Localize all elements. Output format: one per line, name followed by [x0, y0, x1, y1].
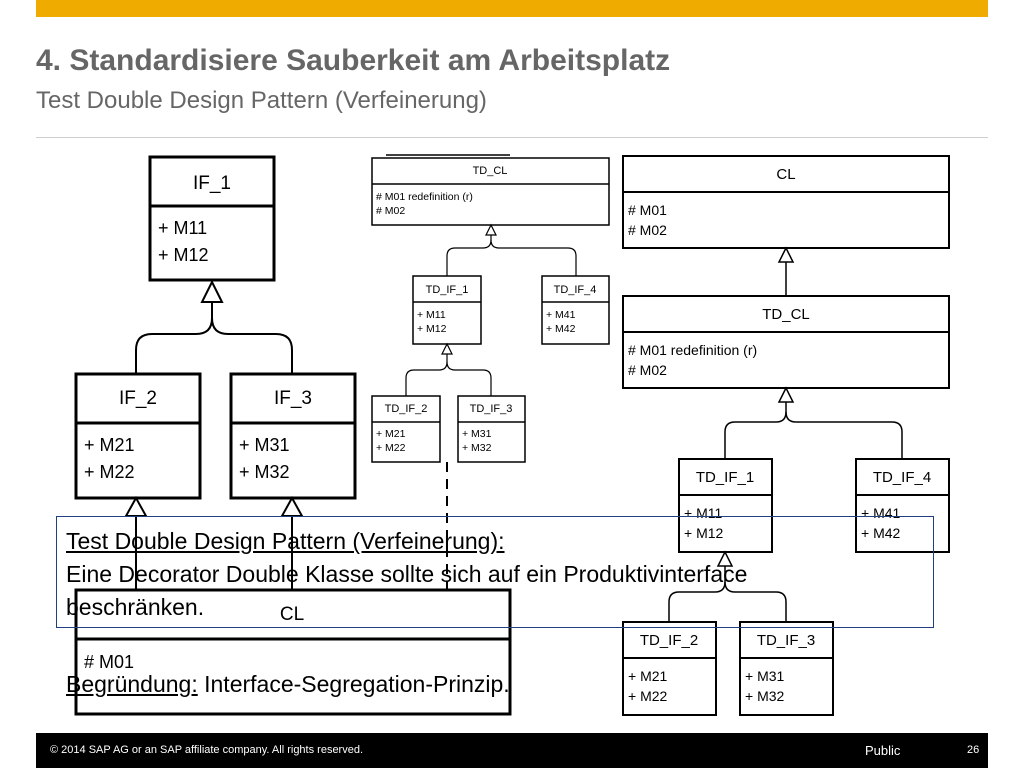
uml-method: + M21 [84, 435, 135, 455]
callout-heading: Test Double Design Pattern (Verfeinerung… [66, 528, 505, 554]
callout-reason: Begründung: Interface-Segregation-Prinzi… [66, 673, 510, 696]
callout-box [56, 516, 934, 628]
uml-method: + M22 [84, 462, 135, 482]
uml-method: + M22 [628, 688, 668, 704]
page-subtitle: Test Double Design Pattern (Verfeinerung… [36, 87, 487, 114]
uml-class-if1 [148, 155, 276, 282]
uml-method: + M22 [376, 442, 406, 454]
uml-name-td-if3-right: TD_IF_3 [757, 632, 815, 649]
inheritance-arrowheads-right [716, 246, 795, 567]
uml-method: + M42 [861, 525, 901, 541]
uml-method: + M32 [462, 442, 492, 454]
reason-label: Begründung: [66, 671, 198, 697]
uml-method: + M11 [684, 505, 722, 521]
uml-class-td-if1-middle [412, 275, 482, 345]
uml-class-td-if4-middle [541, 275, 610, 345]
uml-class-cl-right [622, 155, 950, 249]
uml-method: + M42 [546, 323, 576, 335]
uml-class-td-if2-right [622, 621, 717, 716]
uml-method: + M32 [745, 688, 785, 704]
reason-text: Interface-Segregation-Prinzip. [197, 671, 510, 697]
inheritance-connectors-left [135, 302, 293, 590]
top-accent-bar [36, 0, 988, 17]
uml-method: + M12 [684, 525, 724, 541]
uml-class-td-if1-right [678, 458, 773, 553]
uml-method: # M01 [628, 202, 667, 218]
callout-line-1: Eine Decorator Double Klasse sollte sich… [66, 561, 748, 587]
uml-method: # M01 redefinition (r) [628, 342, 757, 358]
inheritance-connectors-right [668, 262, 903, 622]
page-number: 26 [967, 744, 980, 756]
uml-method: + M41 [546, 309, 576, 321]
footer-bar: © 2014 SAP AG or an SAP affiliate compan… [36, 733, 988, 768]
uml-method: + M12 [158, 245, 209, 265]
callout-line-2: beschränken. [66, 594, 205, 620]
uml-name-cl-left: CL [280, 604, 304, 625]
inheritance-connectors-middle [405, 235, 577, 590]
uml-method: + M21 [376, 428, 406, 440]
uml-method: + M31 [462, 428, 492, 440]
uml-class-cl-left [74, 588, 512, 716]
uml-class-if2 [74, 372, 202, 500]
uml-name-td-if4-right: TD_IF_4 [873, 469, 931, 486]
uml-method: # M02 [376, 205, 405, 217]
uml-method: # M02 [628, 362, 667, 378]
uml-class-td-if3-middle [457, 395, 526, 463]
title-divider [36, 137, 988, 138]
uml-method: + M11 [158, 218, 207, 238]
uml-name-td-cl-middle: TD_CL [473, 165, 508, 177]
uml-method: + M41 [861, 505, 901, 521]
uml-name-if3: IF_3 [274, 388, 312, 409]
uml-method: + M21 [628, 668, 668, 684]
uml-method: + M12 [417, 323, 447, 335]
uml-name-td-if1-middle: TD_IF_1 [426, 284, 469, 296]
classification-label: Public [865, 743, 901, 758]
uml-name-if2: IF_2 [119, 388, 157, 409]
uml-method: # M01 redefinition (r) [376, 191, 473, 203]
uml-class-td-cl-middle [371, 154, 610, 226]
uml-method: + M32 [239, 462, 290, 482]
uml-name-if1: IF_1 [193, 173, 231, 194]
uml-method: + M11 [417, 309, 446, 321]
uml-name-td-if2-right: TD_IF_2 [640, 632, 698, 649]
uml-name-td-if2-middle: TD_IF_2 [385, 403, 428, 415]
uml-name-td-if4-middle: TD_IF_4 [554, 284, 597, 296]
uml-name-cl-right: CL [776, 166, 795, 183]
uml-class-td-if3-right [739, 621, 834, 716]
uml-name-td-cl-right: TD_CL [762, 306, 810, 323]
uml-name-td-if1-right: TD_IF_1 [696, 469, 754, 486]
page-title: 4. Standardisiere Sauberkeit am Arbeitsp… [36, 44, 671, 77]
uml-method: # M02 [628, 222, 667, 238]
uml-class-td-cl-right [622, 295, 950, 389]
inheritance-arrowheads-middle [441, 223, 497, 355]
uml-method: # M01 [84, 652, 134, 672]
uml-name-td-if3-middle: TD_IF_3 [470, 403, 513, 415]
uml-method: + M31 [745, 668, 785, 684]
copyright-text: © 2014 SAP AG or an SAP affiliate compan… [50, 744, 364, 756]
uml-method: + M31 [239, 435, 290, 455]
